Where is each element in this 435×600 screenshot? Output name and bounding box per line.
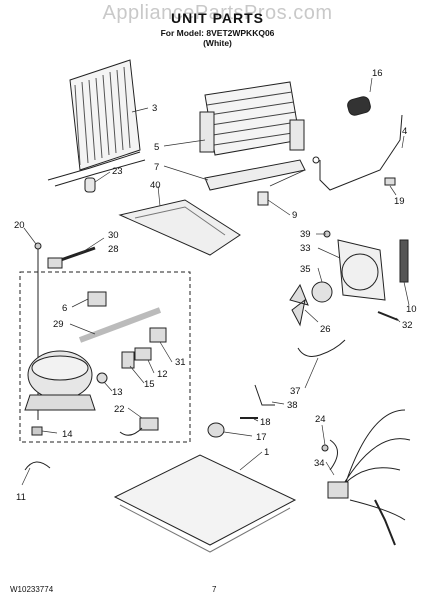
callout-6: 6 <box>62 303 67 314</box>
callout-3: 3 <box>152 103 157 114</box>
callout-labels: 3 5 7 40 23 16 4 19 9 39 33 35 26 32 10 … <box>14 68 417 503</box>
callout-10: 10 <box>406 304 417 315</box>
roller-17[interactable] <box>207 422 225 438</box>
callout-33: 33 <box>300 243 311 254</box>
main-harness[interactable] <box>327 409 411 546</box>
start-relay-30[interactable] <box>47 246 96 269</box>
callout-16: 16 <box>372 68 383 79</box>
drain-trough[interactable] <box>118 199 241 256</box>
callout-28: 28 <box>108 244 119 255</box>
base-pan[interactable] <box>113 454 297 553</box>
callout-22: 22 <box>114 404 125 415</box>
water-tube[interactable] <box>297 339 346 357</box>
callout-1: 1 <box>264 447 269 458</box>
callout-7: 7 <box>154 162 159 173</box>
bracket-32[interactable] <box>377 311 399 321</box>
callout-17: 17 <box>256 432 267 443</box>
leader-lines <box>21 77 410 486</box>
capacitor[interactable] <box>78 307 162 343</box>
page-number: 7 <box>212 585 217 594</box>
callout-38: 38 <box>287 400 298 411</box>
overload-15[interactable] <box>121 351 135 369</box>
callout-5: 5 <box>154 142 159 153</box>
callout-32: 32 <box>402 320 413 331</box>
callout-31: 31 <box>175 357 186 368</box>
callout-23: 23 <box>112 166 123 177</box>
callout-39: 39 <box>300 229 311 240</box>
evaporator-tray[interactable] <box>204 159 306 191</box>
insulation-strip[interactable] <box>399 239 409 283</box>
kit-28-box <box>19 271 191 443</box>
callout-29: 29 <box>53 319 64 330</box>
relay-31[interactable] <box>149 327 167 343</box>
callout-9: 9 <box>292 210 297 221</box>
callout-40: 40 <box>150 180 161 191</box>
callout-35: 35 <box>300 264 311 275</box>
grommet-14[interactable] <box>31 426 43 436</box>
watermark: AppliancePartsPros.com <box>102 2 333 24</box>
callout-19: 19 <box>394 196 405 207</box>
callout-4: 4 <box>402 126 407 137</box>
screw-24[interactable] <box>321 444 329 452</box>
callout-11: 11 <box>16 492 26 503</box>
compressor[interactable] <box>24 350 96 411</box>
callout-18: 18 <box>260 417 271 428</box>
callout-20: 20 <box>14 220 25 231</box>
fan-motor[interactable] <box>311 281 333 303</box>
cord-clip-11[interactable] <box>24 461 51 471</box>
callout-14: 14 <box>62 429 73 440</box>
callout-13: 13 <box>112 387 123 398</box>
clip[interactable] <box>257 191 269 206</box>
relay-12[interactable] <box>134 347 152 361</box>
defrost-thermostat[interactable] <box>346 95 371 116</box>
bracket-38[interactable] <box>254 384 275 406</box>
condenser-coil[interactable] <box>47 59 146 187</box>
callout-15: 15 <box>144 379 155 390</box>
color-line: (White) <box>203 38 232 48</box>
callout-24: 24 <box>315 414 326 425</box>
wire-connector[interactable] <box>384 177 396 186</box>
defrost-heater[interactable] <box>312 114 403 191</box>
page-title: UNIT PARTS <box>171 10 264 26</box>
terminal-cover[interactable] <box>87 291 107 307</box>
harness-22[interactable] <box>119 417 159 436</box>
callout-26: 26 <box>320 324 331 335</box>
callout-34: 34 <box>314 458 325 469</box>
callout-30: 30 <box>108 230 119 241</box>
document-number: W10233774 <box>10 585 54 594</box>
evaporator[interactable] <box>199 81 305 156</box>
fan-shroud[interactable] <box>337 239 386 301</box>
fan-blade[interactable] <box>289 283 309 327</box>
model-line: For Model: 8VET2WPKKQ06 <box>160 28 275 38</box>
callout-12: 12 <box>157 369 168 380</box>
drier[interactable] <box>84 177 96 193</box>
callout-37: 37 <box>290 386 301 397</box>
grommet-13[interactable] <box>96 372 108 384</box>
